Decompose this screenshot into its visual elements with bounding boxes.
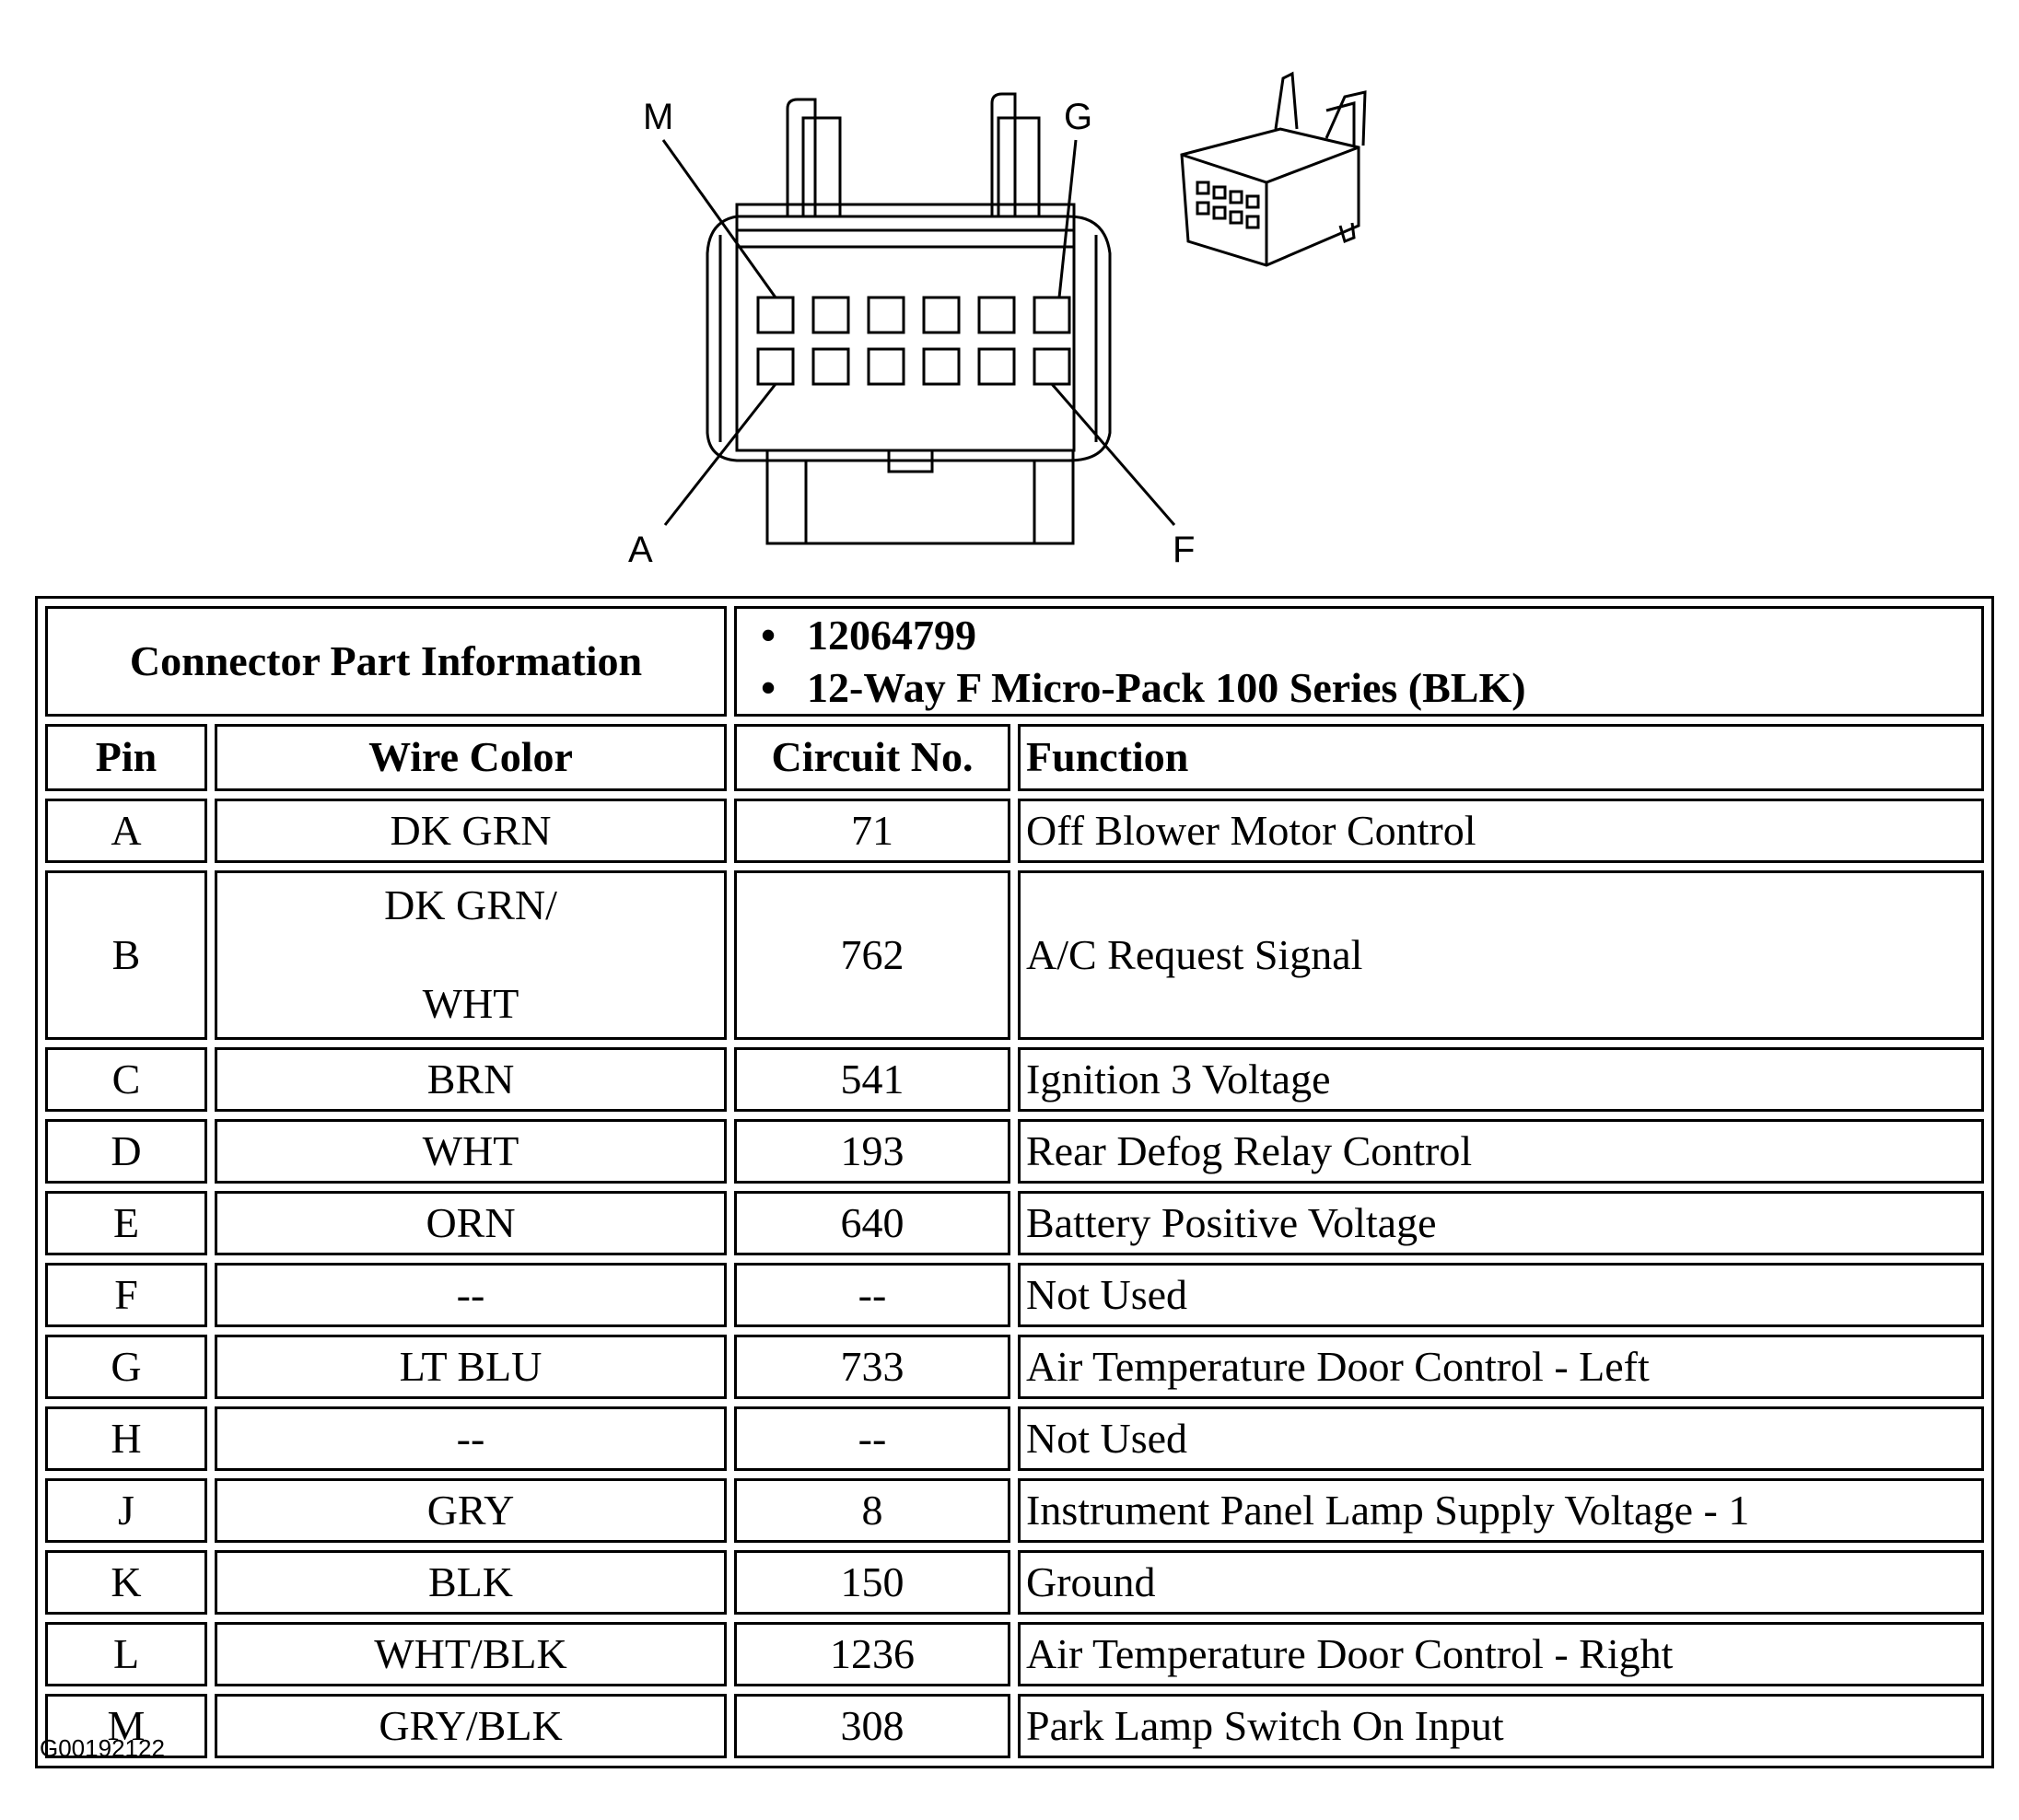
wire-color-cell: GRY [215,1478,727,1543]
table-row: H----Not Used [45,1406,1984,1471]
wire-color-cell: -- [215,1263,727,1327]
circuit-number-cell: 150 [734,1550,1010,1615]
connector-part-info-label: Connector Part Information [45,606,727,717]
wire-color-cell: WHT/BLK [215,1622,727,1686]
circuit-number-cell: 71 [734,799,1010,863]
wire-color-cell: WHT [215,1119,727,1184]
callout-g: G [1064,97,1092,137]
header-pin: Pin [45,724,207,791]
circuit-number-cell: 733 [734,1335,1010,1399]
wire-color-cell: BLK [215,1550,727,1615]
header-circuit-no: Circuit No. [734,724,1010,791]
circuit-number-cell: 541 [734,1047,1010,1112]
connector-part-info-values: 12064799 12-Way F Micro-Pack 100 Series … [734,606,1984,717]
pin-cell: J [45,1478,207,1543]
function-cell: A/C Request Signal [1018,870,1984,1040]
wire-color-cell: -- [215,1406,727,1471]
function-cell: Not Used [1018,1406,1984,1471]
connector-face-view [661,92,1176,545]
circuit-number-cell: 1236 [734,1622,1010,1686]
function-cell: Ground [1018,1550,1984,1615]
pin-cell: L [45,1622,207,1686]
circuit-number-cell: 8 [734,1478,1010,1543]
callout-m: M [643,97,673,137]
callout-f: F [1173,530,1195,570]
connector-isometric-view [1180,71,1367,267]
pin-cell: F [45,1263,207,1327]
circuit-number-cell: -- [734,1263,1010,1327]
wire-color-cell: DK GRN/WHT [215,870,727,1040]
wire-color-cell: DK GRN [215,799,727,863]
pin-cell: H [45,1406,207,1471]
pin-cell: M [45,1694,207,1758]
function-cell: Rear Defog Relay Control [1018,1119,1984,1184]
function-cell: Air Temperature Door Control - Right [1018,1622,1984,1686]
part-description: 12-Way F Micro-Pack 100 Series (BLK) [761,661,1976,714]
pin-cell: E [45,1191,207,1255]
wire-color-cell: LT BLU [215,1335,727,1399]
wire-color-line: DK GRN/ [384,881,557,929]
figure-id: G00192122 [40,1734,165,1762]
pin-cell: K [45,1550,207,1615]
circuit-number-cell: 640 [734,1191,1010,1255]
wire-color-cell: GRY/BLK [215,1694,727,1758]
pin-cell: G [45,1335,207,1399]
table-row: F----Not Used [45,1263,1984,1327]
callout-a: A [628,530,653,570]
circuit-number-cell: -- [734,1406,1010,1471]
circuit-number-cell: 193 [734,1119,1010,1184]
header-wire-color: Wire Color [215,724,727,791]
wire-color-cell: BRN [215,1047,727,1112]
pin-cell: A [45,799,207,863]
part-number: 12064799 [761,609,1976,661]
function-cell: Air Temperature Door Control - Left [1018,1335,1984,1399]
pin-cell: C [45,1047,207,1112]
wire-color-cell: ORN [215,1191,727,1255]
function-cell: Park Lamp Switch On Input [1018,1694,1984,1758]
circuit-number-cell: 762 [734,870,1010,1040]
pin-cell: D [45,1119,207,1184]
function-cell: Instrument Panel Lamp Supply Voltage - 1 [1018,1478,1984,1543]
column-header-row: Pin Wire Color Circuit No. Function [45,724,1984,791]
circuit-number-cell: 308 [734,1694,1010,1758]
pin-cell: B [45,870,207,1040]
wire-color-line: WHT [422,980,519,1027]
function-cell: Battery Positive Voltage [1018,1191,1984,1255]
function-cell: Not Used [1018,1263,1984,1327]
header-function: Function [1018,724,1984,791]
connector-pinout-table: Connector Part Information 12064799 12-W… [35,596,1994,1768]
function-cell: Ignition 3 Voltage [1018,1047,1984,1112]
function-cell: Off Blower Motor Control [1018,799,1984,863]
connector-part-info-row: Connector Part Information 12064799 12-W… [45,606,1984,717]
connector-diagram: M G A F [628,71,1367,570]
